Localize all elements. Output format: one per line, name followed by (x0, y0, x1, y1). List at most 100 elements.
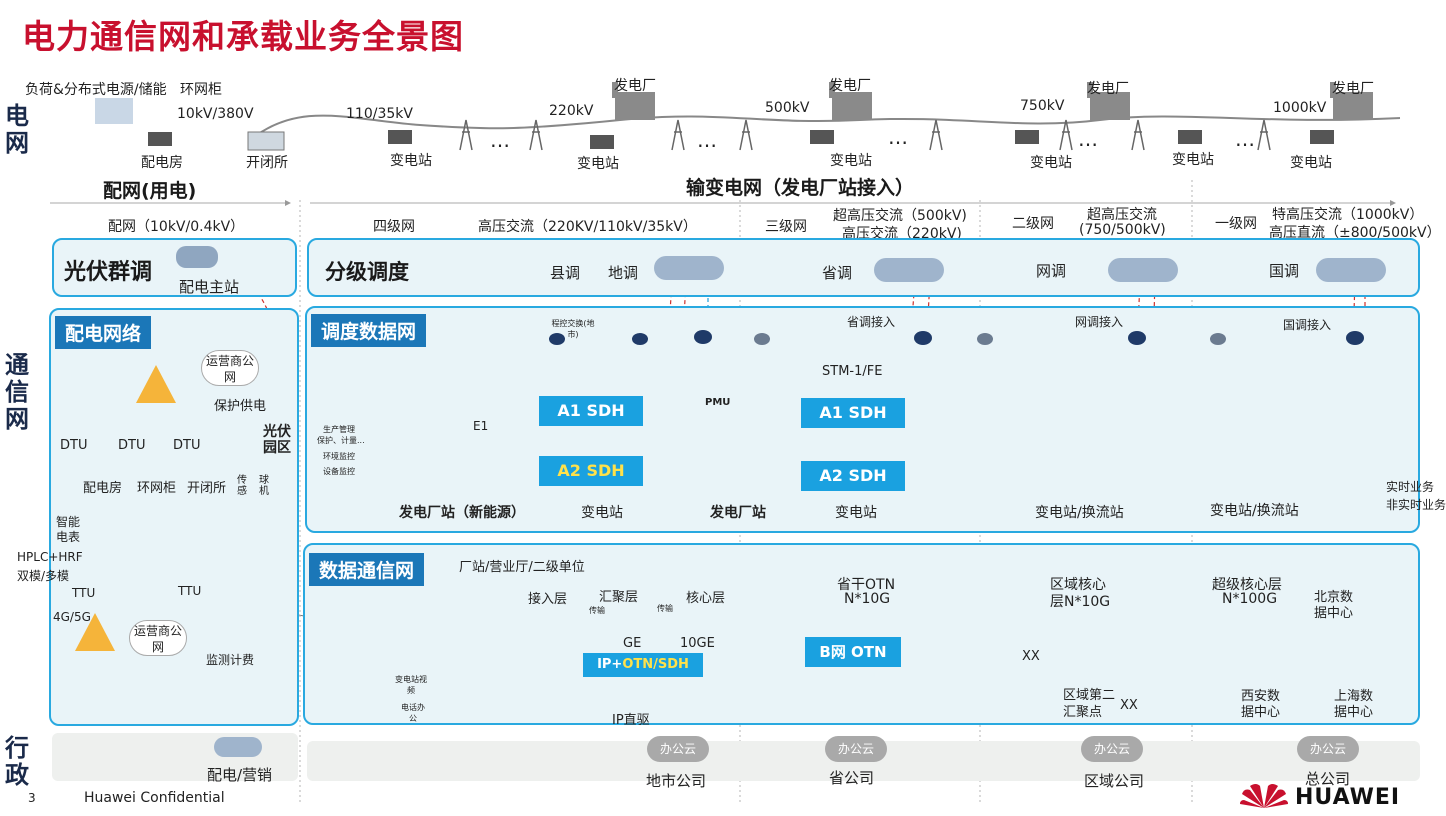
agg-layer-label: 汇聚层 (599, 590, 639, 605)
ring-cabinet-label: 环网柜 (180, 82, 222, 98)
substation-f-label: 变电站 (1290, 155, 1332, 171)
substation-d-label: 变电站 (1030, 155, 1072, 171)
province-server-icon (874, 258, 944, 282)
confidential-label: Huawei Confidential (84, 790, 225, 806)
dtu-label-3: DTU (173, 438, 201, 453)
substation-e-label: 变电站 (1172, 152, 1214, 168)
side-label-grid: 电网 (5, 102, 29, 157)
operator-cloud-1: 运营商公网 (201, 350, 259, 386)
core-layer-label: 核心层 (686, 591, 726, 606)
dots-3: … (888, 125, 908, 149)
city-server-icon (654, 256, 724, 280)
section-trans: 输变电网（发电厂站接入） (686, 177, 915, 199)
sub-conv-label-2: 变电站/换流站 (1210, 503, 1299, 519)
office-cloud-3: 办公云 (1081, 736, 1143, 762)
access-layer-label: 接入层 (528, 592, 568, 607)
region-core-label-1: 区域核心 (1050, 577, 1106, 593)
equip-monitor-label: 设备监控 (323, 467, 355, 476)
xx-label-1: XX (1022, 649, 1040, 664)
dots-2: … (697, 128, 717, 152)
b-otn-box: B网 OTN (805, 637, 901, 667)
plant-label: 发电厂站 (710, 505, 766, 521)
xx-label-2: XX (1120, 698, 1138, 713)
a1-sdh-box: A1 SDH (539, 396, 643, 426)
legend-nonrealtime: 非实时业务 (1386, 498, 1446, 512)
dist-net-panel: 配电网络 运营商公网 保护供电 光伏园区 DTU DTU DTU 配电房 环网柜… (17, 308, 299, 726)
xian-label-1: 西安数 (1241, 689, 1281, 704)
substation-icons (148, 130, 1334, 149)
protect-meter-label: 保护、计量... (317, 436, 365, 445)
dots-1: … (490, 128, 510, 152)
router-icon (977, 333, 993, 345)
router-icon (1346, 331, 1364, 345)
brand-label: HUAWEI (1295, 785, 1401, 810)
smart-meter-label: 智能电表 (56, 515, 81, 544)
region-core-label-2: 层N*10G (1050, 594, 1111, 610)
e1-label: E1 (473, 419, 489, 433)
office-cloud-2: 办公云 (825, 736, 887, 762)
super-core-label-1: 超级核心层 (1212, 577, 1282, 593)
metering-label: 监测计费 (206, 653, 255, 667)
dispatch-panel: 分级调度 县调 地调 省调 网调 国调 (307, 238, 1420, 297)
ring-cabinet-label2: 环网柜 (137, 481, 177, 496)
substation1-label: 变电站 (581, 505, 623, 521)
data-net-panel: 数据通信网 厂站/营业厅/二级单位 接入层 汇聚层 核心层 传输 传输 GE 1… (303, 543, 1420, 728)
substation-a-label: 变电站 (390, 153, 432, 169)
admin-server-icon (214, 737, 262, 757)
dtu-label-1: DTU (60, 438, 88, 453)
net-access-label: 网调接入 (1075, 315, 1124, 329)
a2-sdh-box: A2 SDH (539, 456, 643, 486)
switch-station-label2: 开闭所 (187, 481, 227, 496)
grid-power-line (249, 114, 1401, 141)
level-2-desc2: (750/500kV) (1079, 222, 1166, 238)
router-icon (632, 333, 648, 345)
hq-label: 总公司 (1305, 770, 1351, 788)
sub-conv-label-1: 变电站/换流站 (1035, 505, 1124, 521)
phone-office-label: 电话办公 (401, 703, 425, 723)
router-icon (694, 330, 712, 344)
dispatch-net-title: 调度数据网 (311, 314, 427, 347)
dots-5: … (1235, 127, 1255, 151)
page-title: 电力通信网和承载业务全景图 (22, 17, 464, 56)
section-dist: 配网(用电) (103, 180, 197, 202)
dispatch-net-panel: 调度数据网 程控交换(地市) 省调接入 网调接入 国调接入 STM-1/FE P… (305, 306, 1446, 533)
substation-c-label: 变电站 (830, 153, 872, 169)
level-1-label: 一级网 (1215, 216, 1257, 232)
pv-park-label: 光伏园区 (263, 424, 291, 456)
dist-room-label2: 配电房 (83, 481, 123, 496)
super-core-label-2: N*100G (1222, 591, 1278, 607)
sensor-label: 传感 (237, 475, 247, 497)
plant-newenergy-label: 发电厂站（新能源） (399, 505, 525, 521)
prov-otn-label-1: 省干OTN (837, 577, 896, 593)
power-plant-1-label: 发电厂 (614, 78, 656, 94)
switch-station-label: 开闭所 (246, 155, 288, 171)
region-agg-label-2: 汇聚点 (1063, 705, 1103, 720)
pv-master-label: 配电主站 (179, 278, 240, 296)
v110-35-label: 110/35kV (346, 106, 413, 122)
ttu-label-1: TTU (72, 586, 96, 600)
pmu-label: PMU (705, 397, 731, 408)
remote-switch-label: 程控交换(地市) (551, 319, 595, 339)
city-label: 地调 (608, 264, 639, 282)
a2-sdh-box-2: A2 SDH (801, 461, 905, 491)
shanghai-label-2: 据中心 (1334, 705, 1374, 720)
level-1-desc2: 高压直流（±800/500kV） (1269, 225, 1441, 241)
ip-otn-label: OTN/SDH (622, 657, 689, 672)
side-label-admin: 行政 (5, 734, 29, 789)
beijing-label-1: 北京数 (1314, 590, 1354, 605)
ip-direct-label: IP直驱 (612, 713, 650, 728)
ge-label: GE (623, 636, 642, 651)
level-4-desc: 高压交流（220KV/110kV/35kV） (478, 219, 697, 235)
router-icon (754, 333, 770, 345)
dist-sales-label: 配电/营销 (207, 766, 273, 784)
dist-range-label: 配网（10kV/0.4kV） (108, 219, 245, 235)
v750-label: 750kV (1020, 98, 1065, 114)
router-icon (914, 331, 932, 345)
region-company-label: 区域公司 (1084, 772, 1145, 790)
dist-room-label: 配电房 (141, 155, 183, 171)
level-2-label: 二级网 (1012, 216, 1054, 232)
v220-label: 220kV (549, 103, 594, 119)
county-label: 县调 (550, 264, 581, 282)
huawei-logo-icon (1240, 780, 1288, 810)
v500-label: 500kV (765, 100, 810, 116)
